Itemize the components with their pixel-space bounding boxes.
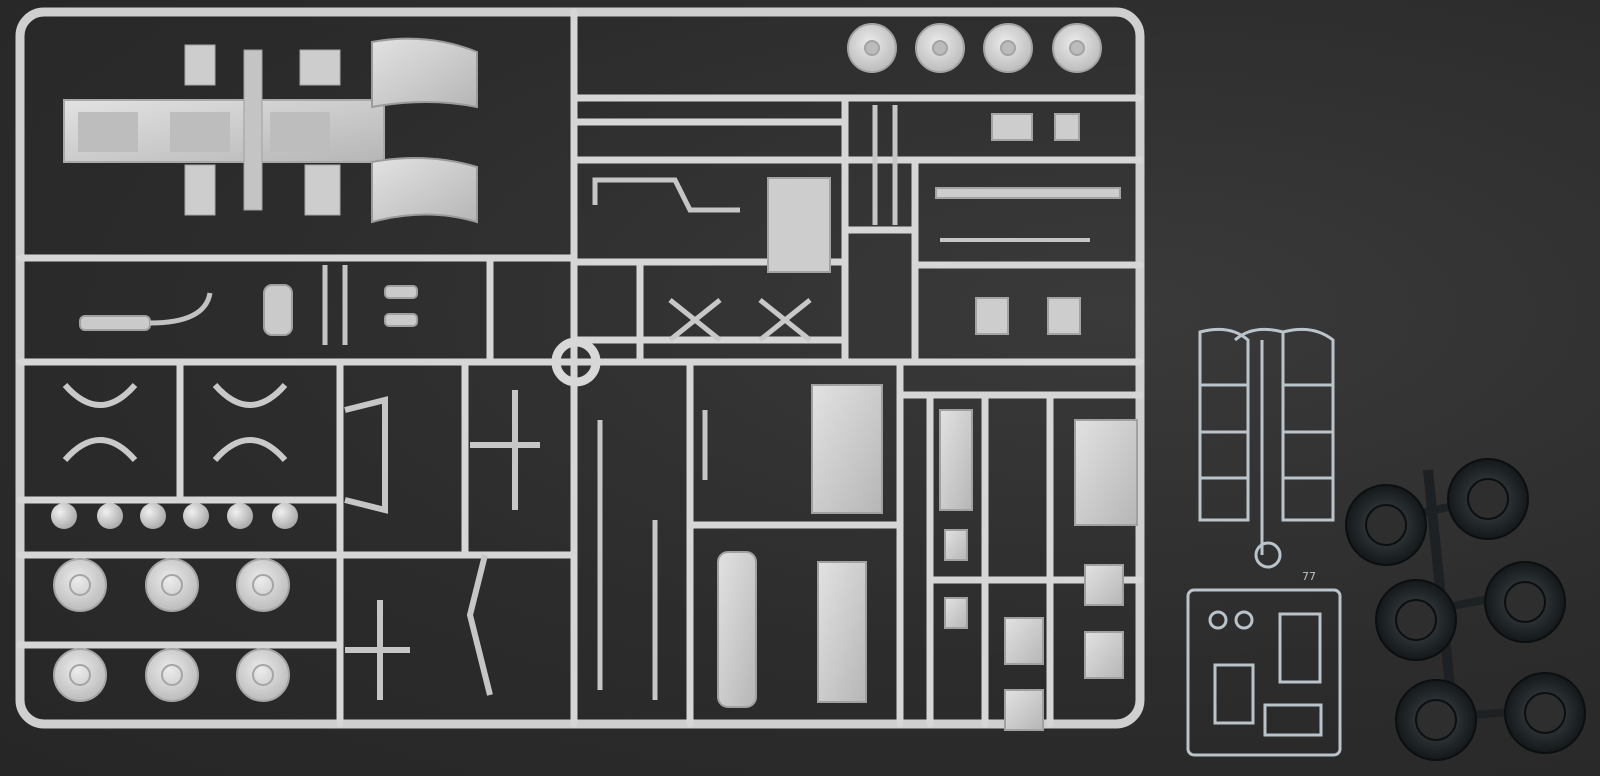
spherical-parts xyxy=(51,503,298,529)
clear-window-sprue xyxy=(1186,327,1342,757)
axle-and-shaft-parts xyxy=(344,390,540,700)
wheel-hub-parts xyxy=(53,558,290,702)
crate-and-bedroll-parts xyxy=(717,384,1138,731)
grey-sprue-frame xyxy=(15,7,1145,729)
brake-drum-parts xyxy=(847,23,1102,73)
exhaust-and-small-parts xyxy=(79,265,418,345)
tool-parts xyxy=(597,105,898,700)
tire-parts xyxy=(1345,458,1586,761)
panel-and-linkage-parts xyxy=(592,113,1121,342)
sprue-center-ring xyxy=(551,337,601,387)
clear-sprue-number: 77 xyxy=(1302,570,1316,583)
front-fender-parts xyxy=(371,37,478,224)
chassis-frame-part xyxy=(63,44,385,216)
leaf-spring-parts xyxy=(62,382,288,463)
